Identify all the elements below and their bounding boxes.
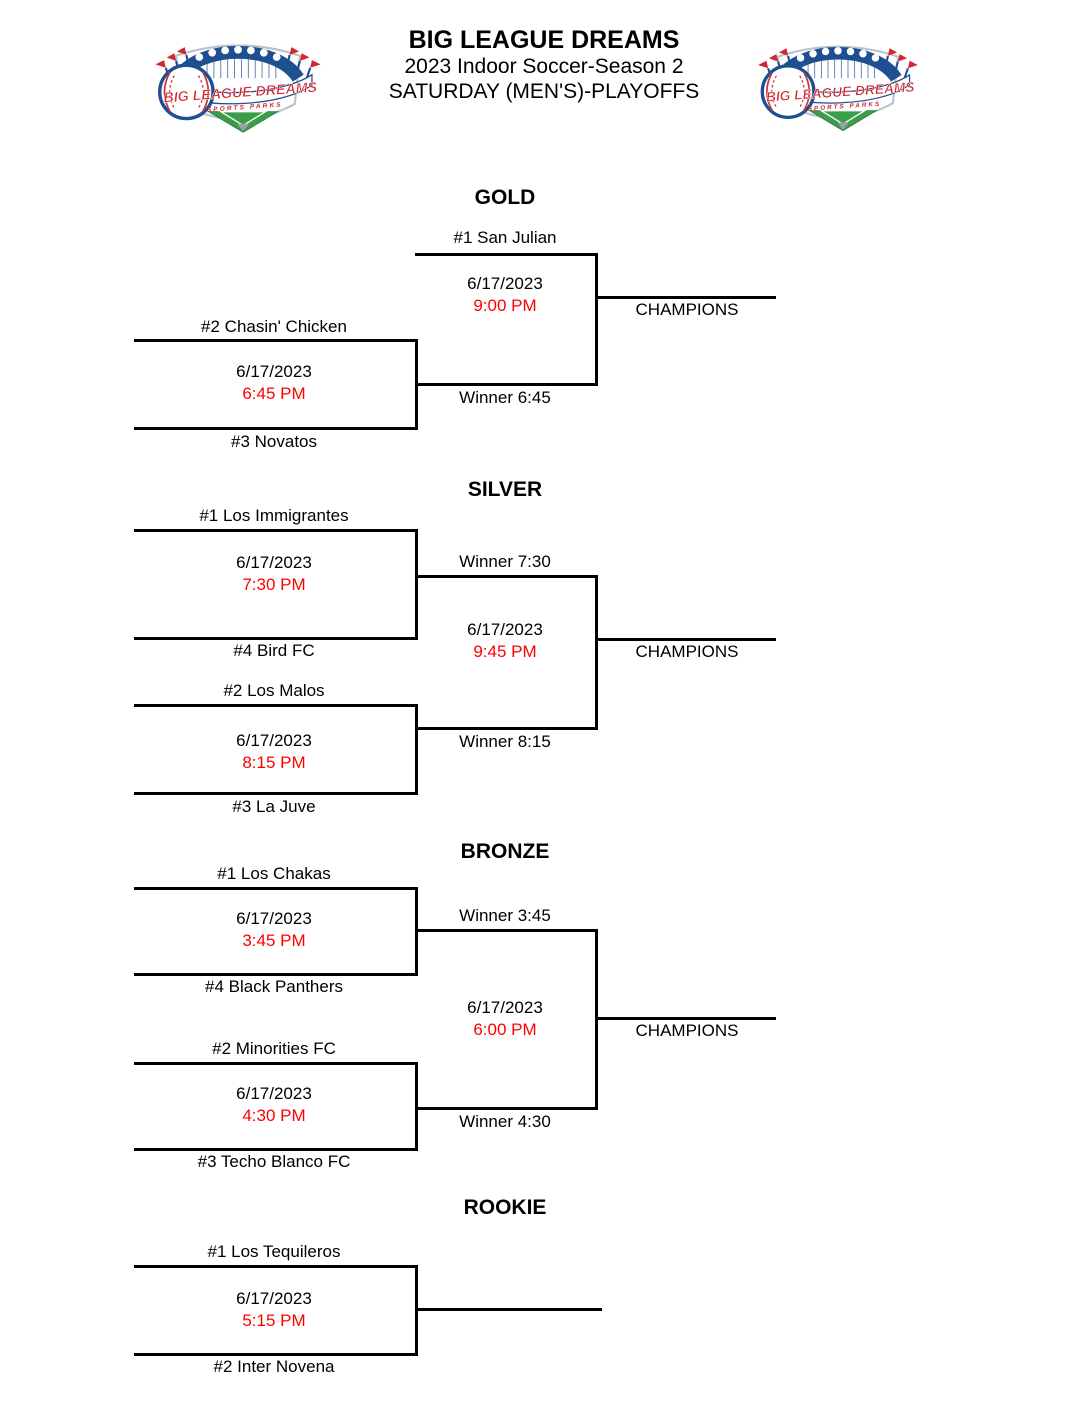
silver-team-3-label: #3 La Juve — [232, 797, 316, 816]
bronze-champions-line — [598, 1017, 776, 1020]
gold-winner-645-label: Winner 6:45 — [459, 388, 551, 407]
gold-team-2-label: #2 Chasin' Chicken — [201, 317, 347, 336]
gold-semifinal-time: 6:45 PM — [242, 384, 306, 403]
gold-division-title: GOLD — [474, 186, 536, 209]
silver-semifinal-1-time: 7:30 PM — [242, 575, 306, 594]
silver-semifinal-1-date: 6/17/2023 — [236, 553, 312, 572]
rookie-winner-line — [415, 1308, 602, 1311]
silver-semifinal-2-time: 8:15 PM — [242, 753, 306, 772]
rookie-final-date: 6/17/2023 — [236, 1289, 312, 1308]
gold-champions-line — [598, 296, 776, 299]
gold-team-1-label: #1 San Julian — [453, 228, 557, 247]
big-league-dreams-logo-icon: BIG LEAGUE DREAMS SPORTS PARKS — [758, 45, 918, 132]
page-subtitle-day: SATURDAY (MEN'S)-PLAYOFFS — [388, 80, 700, 103]
silver-champions-line — [598, 638, 776, 641]
rookie-team-2-label: #2 Inter Novena — [213, 1357, 335, 1376]
silver-champions-label: CHAMPIONS — [635, 642, 739, 661]
gold-final-time: 9:00 PM — [473, 296, 537, 315]
silver-team-1-label: #1 Los Immigrantes — [199, 506, 349, 525]
big-league-dreams-logo-icon: BIG LEAGUE DREAMS SPORTS PARKS — [155, 44, 321, 133]
silver-final-time: 9:45 PM — [473, 642, 537, 661]
silver-team-4-label: #4 Bird FC — [233, 641, 315, 660]
bronze-team-3-label: #3 Techo Blanco FC — [197, 1152, 351, 1171]
bronze-team-4-label: #4 Black Panthers — [205, 977, 343, 996]
bronze-team-2-label: #2 Minorities FC — [212, 1039, 336, 1058]
silver-semifinal-2-date: 6/17/2023 — [236, 731, 312, 750]
silver-winner-730-label: Winner 7:30 — [459, 552, 551, 571]
bronze-final-date: 6/17/2023 — [467, 998, 543, 1017]
bronze-champions-label: CHAMPIONS — [635, 1021, 739, 1040]
rookie-team-1-label: #1 Los Tequileros — [207, 1242, 341, 1261]
gold-final-date: 6/17/2023 — [467, 274, 543, 293]
silver-final-date: 6/17/2023 — [467, 620, 543, 639]
bronze-winner-345-label: Winner 3:45 — [459, 906, 551, 925]
silver-semifinal-1-bracket-box — [134, 529, 418, 640]
rookie-final-time: 5:15 PM — [242, 1311, 306, 1330]
gold-semifinal-bracket-box — [134, 339, 418, 430]
bronze-semifinal-1-time: 3:45 PM — [242, 931, 306, 950]
page-subtitle-season: 2023 Indoor Soccer-Season 2 — [404, 55, 684, 78]
silver-team-2-label: #2 Los Malos — [223, 681, 325, 700]
bronze-final-time: 6:00 PM — [473, 1020, 537, 1039]
gold-final-bracket-box — [415, 253, 598, 386]
gold-team-3-label: #3 Novatos — [231, 432, 317, 451]
bronze-semifinal-1-date: 6/17/2023 — [236, 909, 312, 928]
bronze-final-bracket-box — [415, 929, 598, 1110]
silver-final-bracket-box — [415, 575, 598, 730]
silver-winner-815-label: Winner 8:15 — [459, 732, 551, 751]
gold-semifinal-date: 6/17/2023 — [236, 362, 312, 381]
bronze-semifinal-2-time: 4:30 PM — [242, 1106, 306, 1125]
bronze-semifinal-2-bracket-box — [134, 1062, 418, 1151]
bronze-division-title: BRONZE — [460, 840, 550, 863]
silver-division-title: SILVER — [467, 478, 543, 501]
bronze-winner-430-label: Winner 4:30 — [459, 1112, 551, 1131]
page-title: BIG LEAGUE DREAMS — [408, 26, 680, 54]
bronze-semifinal-2-date: 6/17/2023 — [236, 1084, 312, 1103]
silver-semifinal-2-bracket-box — [134, 704, 418, 795]
gold-champions-label: CHAMPIONS — [635, 300, 739, 319]
rookie-division-title: ROOKIE — [463, 1196, 547, 1219]
bronze-team-1-label: #1 Los Chakas — [217, 864, 331, 883]
